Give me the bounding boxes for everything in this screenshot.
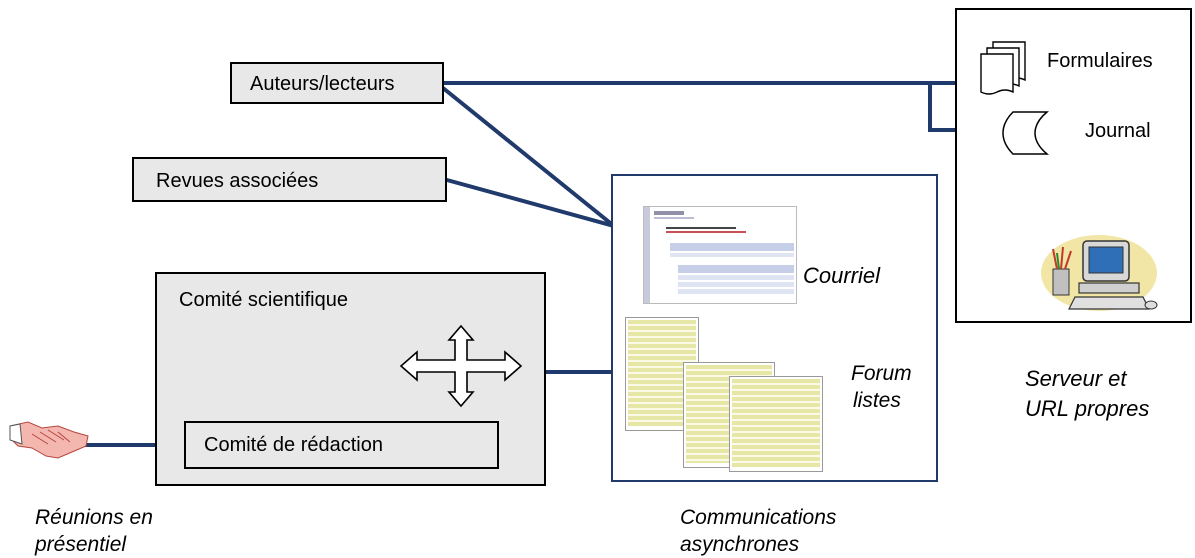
- caption-reunions-line2: présentiel: [35, 533, 127, 556]
- email-screenshot-thumbnail: [643, 206, 797, 304]
- forms-stack-icon: [980, 41, 1026, 95]
- caption-communications-line2: asynchrones: [680, 533, 800, 556]
- connector-revues-courriel: [444, 177, 617, 229]
- panel-communications: Courriel Forum listes: [611, 174, 938, 482]
- caption-serveur-line2: URL propres: [1025, 396, 1150, 421]
- connector-auteurs-courriel: [440, 85, 617, 229]
- caption-communications-line1: Communications: [680, 506, 837, 529]
- handshake-icon: [9, 421, 89, 459]
- caption-serveur: Serveur et URL propres: [1025, 364, 1149, 424]
- node-comite-scientifique: Comité scientifique Comité de rédaction: [155, 272, 546, 486]
- node-revues-label: Revues associées: [156, 170, 319, 192]
- node-listes-label: listes: [853, 389, 901, 412]
- node-auteurs-label: Auteurs/lecteurs: [250, 73, 395, 95]
- caption-reunions: Réunions en présentiel: [35, 504, 153, 558]
- node-forum-listes: Forum listes: [851, 360, 912, 414]
- four-way-arrow-icon: [399, 324, 523, 408]
- caption-communications: Communications asynchrones: [680, 504, 836, 558]
- node-comite-redaction-label: Comité de rédaction: [204, 434, 383, 456]
- node-auteurs-lecteurs: Auteurs/lecteurs: [230, 62, 444, 104]
- node-journal-label: Journal: [1085, 120, 1151, 142]
- node-courriel-label: Courriel: [803, 263, 881, 288]
- caption-serveur-line1: Serveur et: [1025, 366, 1127, 391]
- node-comite-redaction: Comité de rédaction: [184, 421, 499, 469]
- caption-reunions-line1: Réunions en: [35, 506, 153, 529]
- computer-clipart-icon: [1041, 235, 1158, 311]
- database-cylinder-icon: [1002, 111, 1049, 155]
- node-comite-scientifique-label: Comité scientifique: [179, 289, 348, 311]
- panel-serveur: Formulaires Journal: [955, 8, 1192, 323]
- node-revues-associees: Revues associées: [132, 157, 447, 202]
- node-forum-label: Forum: [851, 362, 912, 385]
- node-formulaires-label: Formulaires: [1047, 50, 1153, 72]
- forum-screenshot-thumbnail-3: [729, 376, 823, 472]
